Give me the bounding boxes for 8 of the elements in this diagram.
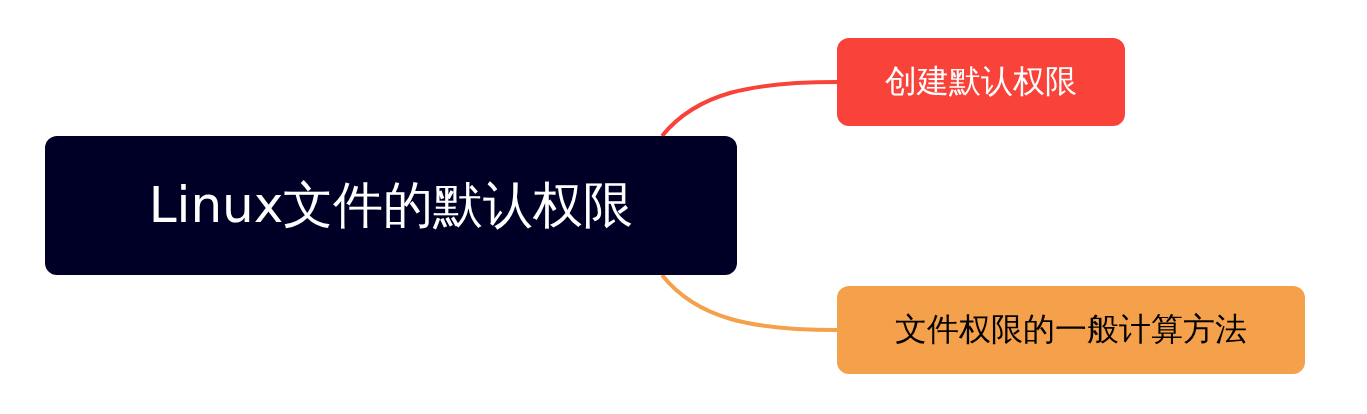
topic-text: Linux文件的默认权限 bbox=[148, 175, 634, 236]
topic-text: 文件权限的一般计算方法 bbox=[895, 309, 1247, 350]
root-topic-box bbox=[45, 136, 737, 275]
connector-line bbox=[660, 80, 838, 138]
connector-line bbox=[660, 273, 838, 332]
subtopic-box bbox=[837, 286, 1305, 374]
subtopic-box bbox=[837, 38, 1125, 126]
topic-text: 创建默认权限 bbox=[885, 61, 1077, 102]
